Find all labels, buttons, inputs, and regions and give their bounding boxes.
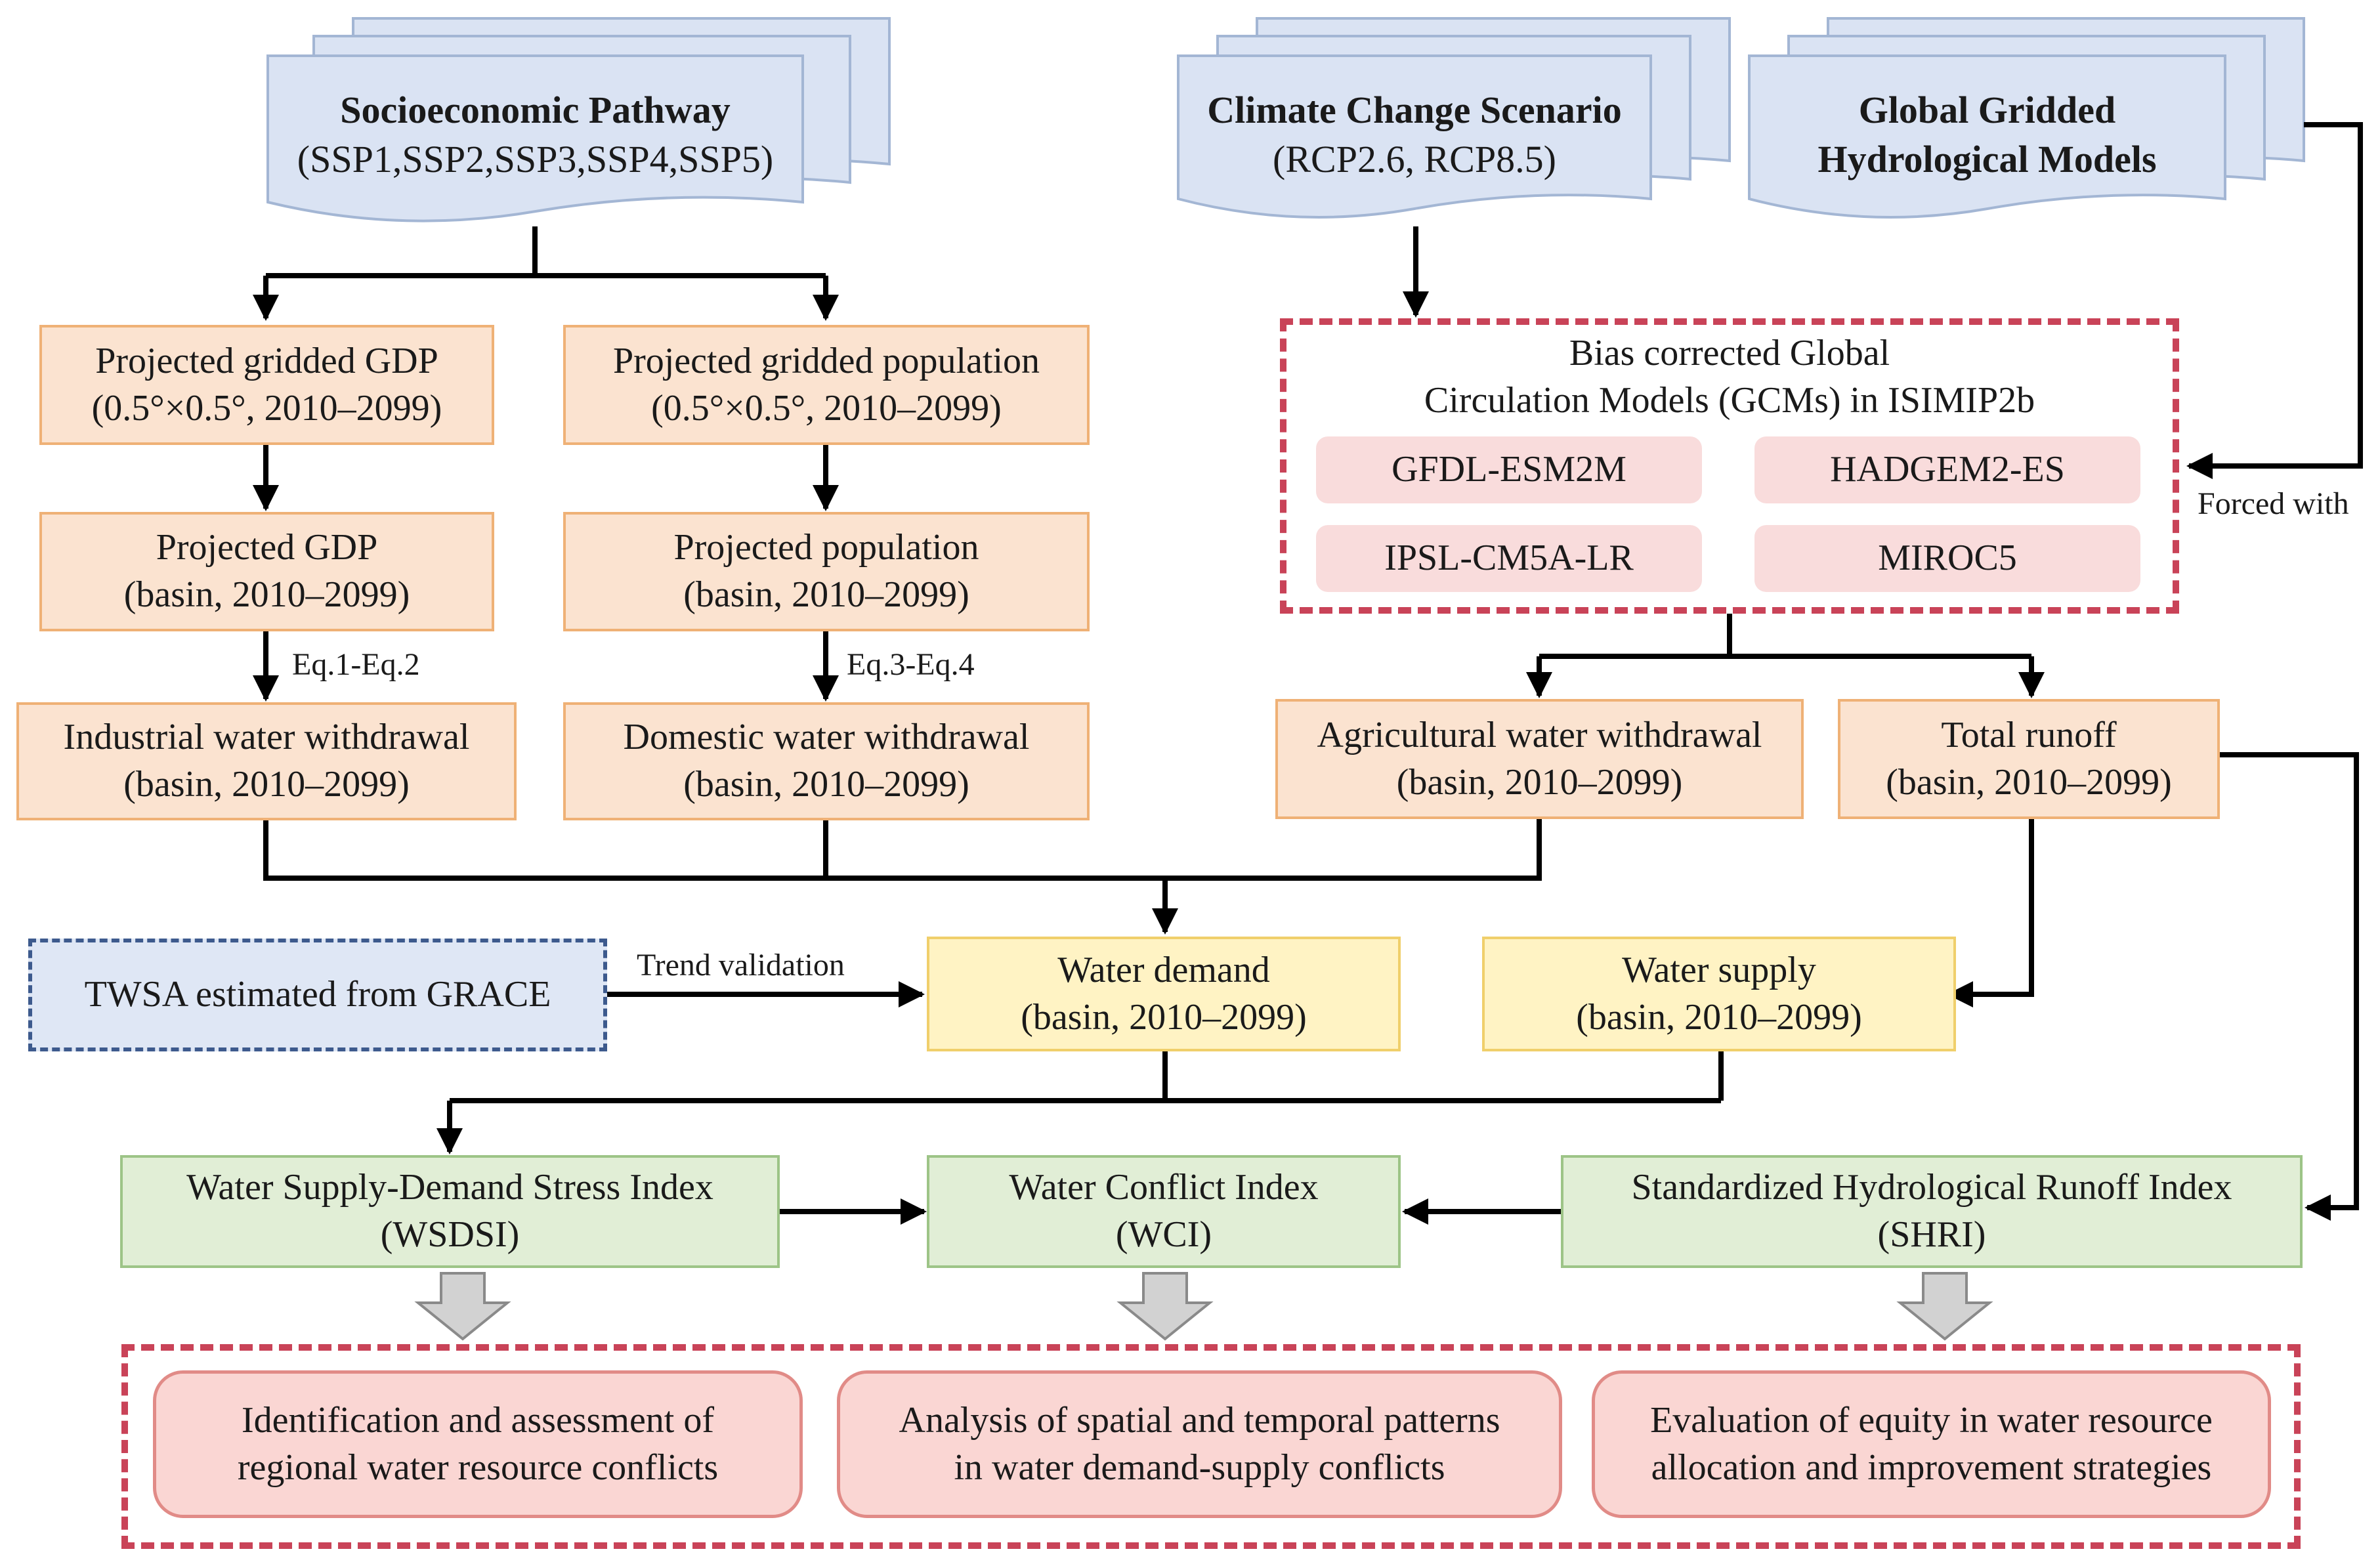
edge-ssp-trunk — [266, 226, 826, 278]
outcome-2-line2: in water demand-supply conflicts — [954, 1447, 1445, 1488]
label-eq34: Eq.3-Eq.4 — [847, 647, 975, 682]
node-agricultural: Agricultural water withdrawal (basin, 20… — [1275, 699, 1804, 819]
gcm-chip-gfdl: GFDL-ESM2M — [1316, 436, 1702, 503]
domestic-line1: Domestic water withdrawal — [623, 717, 1030, 758]
domestic-line2: (basin, 2010–2099) — [683, 764, 969, 805]
gcm-ipsl-label: IPSL-CM5A-LR — [1384, 538, 1634, 579]
agricultural-line2: (basin, 2010–2099) — [1396, 761, 1683, 803]
node-pop: Projected population (basin, 2010–2099) — [563, 512, 1090, 631]
outcome-2-line1: Analysis of spatial and temporal pattern… — [899, 1399, 1500, 1441]
industrial-line2: (basin, 2010–2099) — [123, 764, 410, 805]
node-wsdsi: Water Supply-Demand Stress Index (WSDSI) — [120, 1155, 780, 1268]
gridded-pop-line1: Projected gridded population — [612, 340, 1040, 381]
edge-runoff-supply — [1947, 819, 2034, 1007]
gray-arrow-2 — [1116, 1272, 1214, 1341]
gray-arrow-1 — [414, 1272, 511, 1341]
industrial-line1: Industrial water withdrawal — [63, 717, 470, 758]
gcm-title-line1: Bias corrected Global — [1569, 333, 1890, 374]
outcome-evaluation: Evaluation of equity in water resource a… — [1592, 1370, 2271, 1518]
node-wci: Water Conflict Index (WCI) — [927, 1155, 1401, 1268]
node-industrial: Industrial water withdrawal (basin, 2010… — [16, 702, 517, 820]
outcome-1-line1: Identification and assessment of — [241, 1399, 714, 1441]
ghm-title-2: Hydrological Models — [1817, 138, 2157, 180]
outcome-3-line1: Evaluation of equity in water resource — [1650, 1399, 2213, 1441]
gcm-chip-miroc: MIROC5 — [1754, 525, 2140, 592]
gridded-gdp-line2: (0.5°×0.5°, 2010–2099) — [91, 387, 442, 429]
ghm-title-1: Global Gridded — [1858, 88, 2116, 131]
outcome-3-line2: allocation and improvement strategies — [1651, 1447, 2212, 1488]
demand-line2: (basin, 2010–2099) — [1021, 996, 1307, 1038]
node-runoff: Total runoff (basin, 2010–2099) — [1838, 699, 2220, 819]
gcm-miroc-label: MIROC5 — [1878, 538, 2017, 579]
gcm-title-line2: Circulation Models (GCMs) in ISIMIP2b — [1424, 380, 2035, 421]
gcm-chip-hadgem: HADGEM2-ES — [1754, 436, 2140, 503]
wci-line2: (WCI) — [1115, 1214, 1212, 1255]
doc-stack-ghm — [1748, 17, 2305, 219]
supply-line2: (basin, 2010–2099) — [1576, 996, 1862, 1038]
runoff-line2: (basin, 2010–2099) — [1886, 761, 2172, 803]
supply-line1: Water supply — [1622, 949, 1816, 990]
edge-gcm-trunk — [1539, 614, 2031, 659]
gcm-group-title: Bias corrected Global Circulation Models… — [1286, 328, 2173, 427]
outcome-analysis: Analysis of spatial and temporal pattern… — [837, 1370, 1562, 1518]
ssp-subtitle: (SSP1,SSP2,SSP3,SSP4,SSP5) — [297, 138, 774, 180]
doc-stack-climate — [1177, 17, 1731, 219]
demand-line1: Water demand — [1057, 949, 1270, 990]
shri-line1: Standardized Hydrological Runoff Index — [1631, 1167, 2232, 1208]
outcomes-group — [121, 1344, 2301, 1549]
ssp-source: Socioeconomic Pathway (SSP1,SSP2,SSP3,SS… — [268, 85, 803, 184]
gridded-pop-line2: (0.5°×0.5°, 2010–2099) — [651, 387, 1002, 429]
edge-ds-wsdsi — [450, 1051, 1724, 1103]
agricultural-line1: Agricultural water withdrawal — [1317, 714, 1762, 755]
label-eq12: Eq.1-Eq.2 — [292, 647, 420, 682]
edge-ghm-forced — [2186, 122, 2363, 479]
node-gridded-pop: Projected gridded population (0.5°×0.5°,… — [563, 325, 1090, 445]
node-twsa: TWSA estimated from GRACE — [28, 939, 607, 1051]
ghm-source: Global Gridded Hydrological Models — [1749, 85, 2225, 184]
twsa-label: TWSA estimated from GRACE — [84, 974, 551, 1015]
climate-source: Climate Change Scenario (RCP2.6, RCP8.5) — [1178, 85, 1651, 184]
node-gdp: Projected GDP (basin, 2010–2099) — [39, 512, 494, 631]
climate-title: Climate Change Scenario — [1207, 88, 1622, 131]
node-shri: Standardized Hydrological Runoff Index (… — [1561, 1155, 2303, 1268]
pop-line2: (basin, 2010–2099) — [683, 574, 969, 615]
label-forced: Forced with — [2198, 486, 2349, 521]
label-trend: Trend validation — [637, 948, 845, 983]
wsdsi-line1: Water Supply-Demand Stress Index — [186, 1167, 713, 1208]
node-gridded-gdp: Projected gridded GDP (0.5°×0.5°, 2010–2… — [39, 325, 494, 445]
outcome-1-line2: regional water resource conflicts — [237, 1447, 719, 1488]
doc-stack-ssp — [266, 17, 891, 222]
edge-merge-demand — [263, 819, 1542, 881]
gdp-line1: Projected GDP — [156, 527, 378, 568]
ssp-title: Socioeconomic Pathway — [340, 88, 731, 131]
gcm-group — [1280, 318, 2179, 614]
wsdsi-line2: (WSDSI) — [380, 1214, 520, 1255]
runoff-line1: Total runoff — [1941, 714, 2117, 755]
gdp-line2: (basin, 2010–2099) — [123, 574, 410, 615]
edge-runoff-shri — [2219, 752, 2359, 1221]
shri-line2: (SHRI) — [1877, 1214, 1986, 1255]
gcm-chip-ipsl: IPSL-CM5A-LR — [1316, 525, 1702, 592]
gcm-hadgem-label: HADGEM2-ES — [1830, 449, 2065, 490]
climate-subtitle: (RCP2.6, RCP8.5) — [1273, 138, 1556, 180]
gcm-gfdl-label: GFDL-ESM2M — [1392, 449, 1626, 490]
gray-arrow-3 — [1896, 1272, 1993, 1341]
node-domestic: Domestic water withdrawal (basin, 2010–2… — [563, 702, 1090, 820]
pop-line1: Projected population — [673, 527, 979, 568]
wci-line1: Water Conflict Index — [1009, 1167, 1319, 1208]
node-supply: Water supply (basin, 2010–2099) — [1482, 937, 1956, 1051]
outcome-identification: Identification and assessment of regiona… — [153, 1370, 803, 1518]
gridded-gdp-line1: Projected gridded GDP — [95, 340, 438, 381]
node-demand: Water demand (basin, 2010–2099) — [927, 937, 1401, 1051]
